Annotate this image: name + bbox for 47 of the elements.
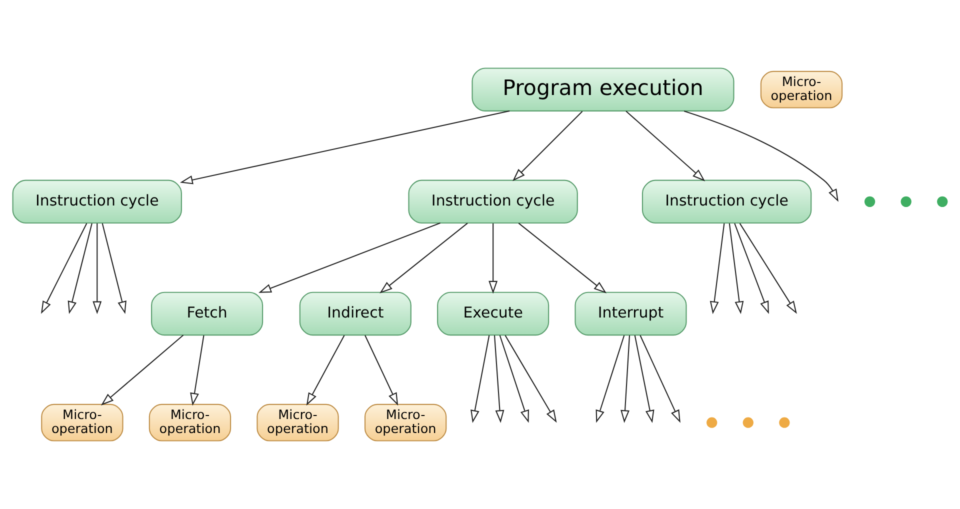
node-box: Indirect (299, 292, 412, 336)
arrow (494, 335, 504, 423)
arrow (100, 334, 184, 406)
arrow (364, 335, 398, 406)
arrow (684, 110, 838, 202)
arrow (102, 223, 126, 314)
arrow (512, 110, 583, 182)
arrow (728, 223, 744, 314)
arrow (620, 335, 630, 423)
arrow (190, 335, 204, 406)
node-box: Micro- operation (148, 404, 232, 442)
arrow (596, 335, 625, 423)
arrow (380, 222, 468, 294)
node-circle (706, 417, 718, 428)
node-box: Instruction cycle (642, 180, 812, 224)
arrow (306, 335, 345, 406)
node-box: Program execution (472, 68, 734, 112)
node-box: Micro- operation (256, 404, 339, 442)
arrow (734, 223, 769, 314)
node-circle (937, 196, 948, 207)
node-box: Micro- operation (41, 404, 124, 442)
node-box: Micro- operation (760, 70, 843, 108)
node-box: Fetch (151, 292, 264, 336)
arrow (92, 223, 102, 314)
node-circle (779, 417, 790, 428)
arrow (739, 223, 797, 314)
arrow (470, 335, 490, 423)
arrow (518, 222, 607, 294)
arrow (41, 223, 88, 314)
node-circle (864, 196, 876, 207)
arrow (258, 222, 440, 293)
node-box: Instruction cycle (408, 180, 578, 224)
arrow (180, 110, 510, 184)
arrow (626, 110, 706, 182)
arrow (640, 335, 680, 423)
arrow (68, 223, 92, 314)
node-box: Micro- operation (364, 404, 447, 442)
node-circle (742, 417, 754, 428)
arrow (634, 335, 654, 423)
arrow (499, 335, 529, 423)
node-box: Interrupt (574, 292, 687, 336)
arrow (488, 223, 498, 294)
arrow (710, 223, 725, 314)
arrow (504, 335, 557, 423)
node-circle (900, 196, 912, 207)
node-box: Instruction cycle (12, 180, 182, 224)
node-box: Execute (437, 292, 550, 336)
